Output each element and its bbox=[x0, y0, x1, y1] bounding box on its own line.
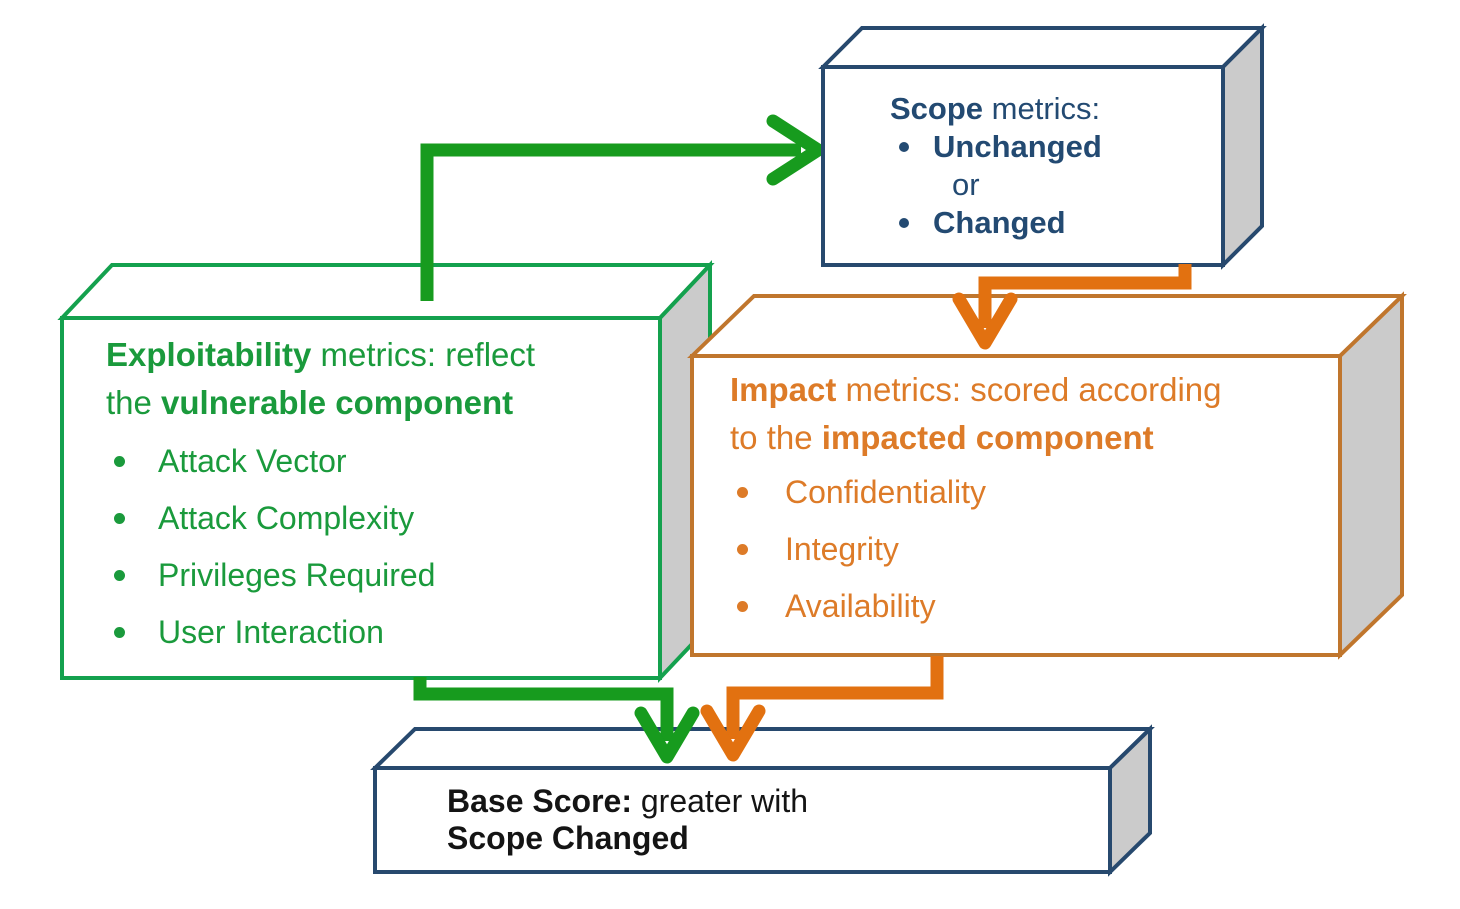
scope-title: Scope metrics: bbox=[890, 90, 1102, 128]
impact-bullet-availability: Availability bbox=[785, 588, 936, 624]
exploitability-heading-pre: the bbox=[106, 384, 162, 421]
exploitability-bullet-list: Attack Vector Attack Complexity Privileg… bbox=[106, 433, 435, 661]
scope-connector: or bbox=[890, 166, 1102, 204]
list-item: Integrity bbox=[733, 521, 986, 578]
list-item: Privileges Required bbox=[106, 547, 435, 604]
scope-option-changed-label: Changed bbox=[933, 205, 1066, 240]
list-item: Attack Complexity bbox=[106, 490, 435, 547]
base-score-line1: Base Score: greater with bbox=[447, 783, 808, 820]
base-score-line2: Scope Changed bbox=[447, 820, 808, 857]
impact-heading: Impact metrics: scored according to the … bbox=[730, 366, 1222, 462]
bullet-icon bbox=[899, 142, 909, 152]
base-score-bold2: Scope Changed bbox=[447, 820, 689, 856]
scope-option-unchanged: Unchanged bbox=[890, 128, 1102, 166]
arrow-scope-to-impact bbox=[952, 264, 1192, 350]
base-score-box-front-face bbox=[373, 766, 1112, 874]
list-item: Availability bbox=[733, 578, 986, 635]
impact-box-front-face bbox=[690, 354, 1342, 657]
impact-heading-pre: to the bbox=[730, 419, 822, 456]
impact-heading-line1: Impact metrics: scored according bbox=[730, 366, 1222, 414]
scope-box-side-face bbox=[1221, 23, 1264, 270]
impact-box-side-face bbox=[1338, 291, 1404, 660]
arrow-impact-to-base bbox=[700, 656, 944, 762]
scope-box-top-face bbox=[818, 26, 1267, 69]
impact-bullet-confidentiality: Confidentiality bbox=[785, 474, 986, 510]
bullet-icon bbox=[114, 513, 125, 524]
exploitability-bullet-attack-complexity: Attack Complexity bbox=[158, 500, 415, 536]
arrow-exploitability-to-base-head bbox=[634, 706, 700, 764]
bullet-icon bbox=[114, 456, 125, 467]
exploitability-bullet-attack-vector: Attack Vector bbox=[158, 443, 347, 479]
bullet-icon bbox=[114, 570, 125, 581]
exploitability-heading-line2: the vulnerable component bbox=[106, 379, 535, 427]
bullet-icon bbox=[737, 601, 748, 612]
scope-option-changed: Changed bbox=[890, 204, 1102, 242]
arrow-scope-to-impact-head bbox=[952, 292, 1018, 350]
exploitability-bullet-user-interaction: User Interaction bbox=[158, 614, 384, 650]
bullet-icon bbox=[899, 218, 909, 228]
arrow-exploitability-to-scope-head bbox=[766, 114, 825, 186]
arrow-exploitability-to-base-stem bbox=[413, 677, 674, 741]
exploitability-heading: Exploitability metrics: reflect the vuln… bbox=[106, 331, 535, 427]
exploitability-box-top-face bbox=[57, 263, 715, 320]
base-score-bold: Base Score: bbox=[447, 783, 632, 819]
arrow-exploitability-to-scope-stem bbox=[420, 143, 801, 301]
arrow-impact-to-base-stem bbox=[726, 656, 944, 739]
base-score-box bbox=[370, 724, 1155, 877]
scope-box bbox=[818, 23, 1267, 270]
exploitability-heading-bold2: vulnerable component bbox=[161, 384, 514, 421]
arrow-impact-to-base-head bbox=[700, 704, 766, 762]
impact-heading-line2: to the impacted component bbox=[730, 414, 1222, 462]
scope-box-text: Scope metrics: Unchanged or Changed bbox=[890, 90, 1102, 242]
impact-bullet-list: Confidentiality Integrity Availability bbox=[733, 464, 986, 635]
scope-connector-label: or bbox=[952, 167, 980, 202]
impact-heading-rest: metrics: scored according bbox=[836, 371, 1222, 408]
exploitability-heading-bold: Exploitability bbox=[106, 336, 312, 373]
exploitability-bullet-privileges-required: Privileges Required bbox=[158, 557, 436, 593]
exploitability-box-front-face bbox=[60, 316, 662, 680]
impact-bullet-integrity: Integrity bbox=[785, 531, 899, 567]
exploitability-box bbox=[57, 259, 715, 684]
bullet-icon bbox=[737, 487, 748, 498]
exploitability-heading-rest: metrics: reflect bbox=[311, 336, 536, 373]
list-item: Attack Vector bbox=[106, 433, 435, 490]
scope-title-rest: metrics: bbox=[983, 91, 1101, 126]
exploitability-heading-line1: Exploitability metrics: reflect bbox=[106, 331, 535, 379]
scope-option-unchanged-label: Unchanged bbox=[933, 129, 1102, 164]
impact-box-top-face bbox=[687, 294, 1407, 358]
base-score-text: Base Score: greater with Scope Changed bbox=[447, 783, 808, 857]
list-item: User Interaction bbox=[106, 604, 435, 661]
scope-title-bold: Scope bbox=[890, 91, 984, 126]
base-score-rest: greater with bbox=[631, 783, 809, 819]
list-item: Confidentiality bbox=[733, 464, 986, 521]
impact-box bbox=[687, 291, 1407, 660]
arrow-exploitability-to-scope bbox=[420, 114, 825, 301]
arrow-scope-to-impact-stem bbox=[978, 264, 1192, 328]
bullet-icon bbox=[114, 627, 125, 638]
impact-heading-bold2: impacted component bbox=[821, 419, 1154, 456]
arrow-exploitability-to-base bbox=[413, 677, 700, 764]
scope-box-front-face bbox=[821, 65, 1225, 267]
impact-heading-bold: Impact bbox=[730, 371, 837, 408]
base-score-box-top-face bbox=[370, 727, 1155, 770]
bullet-icon bbox=[737, 544, 748, 555]
